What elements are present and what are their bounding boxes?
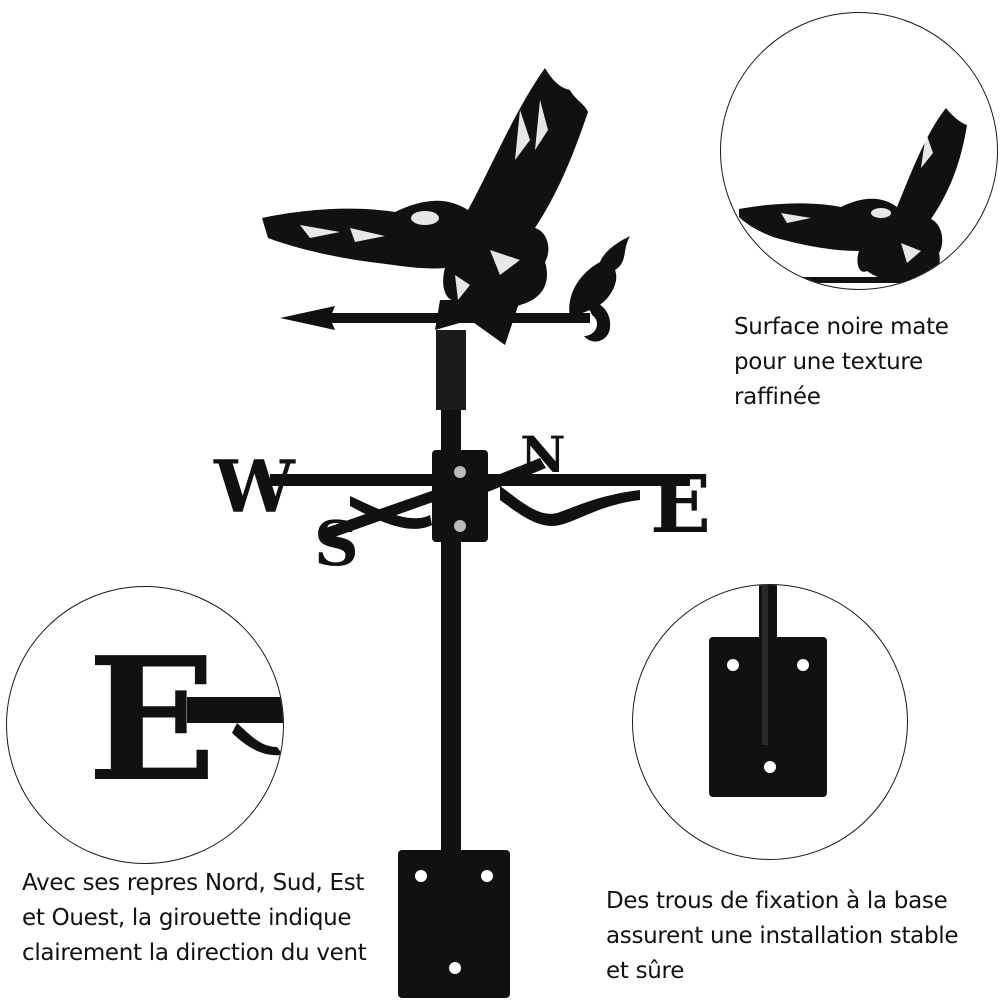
base-plate — [398, 850, 510, 998]
east-letter: E — [650, 457, 711, 551]
caption-cardinal-line-2: et Ouest, la girouette indique — [22, 905, 352, 931]
caption-mounting: Des trous de fixation à la base assurent… — [606, 884, 959, 989]
center-hub — [432, 450, 488, 542]
caption-finish-line-2: pour une texture — [734, 349, 923, 375]
eagle-silhouette — [262, 68, 588, 345]
letter-closeup: E — [87, 620, 283, 820]
caption-finish-line-3: raffinée — [734, 384, 821, 410]
caption-finish-line-1: Surface noire mate — [734, 314, 949, 340]
eagle-closeup — [739, 108, 981, 283]
caption-mounting-line-1: Des trous de fixation à la base — [606, 888, 948, 914]
west-letter: W — [213, 444, 296, 529]
south-letter: S — [314, 507, 359, 580]
caption-cardinal-line-1: Avec ses repres Nord, Sud, Est — [22, 870, 365, 896]
mount-closeup — [709, 585, 827, 797]
callout-mount-circle — [632, 584, 908, 860]
callout-letter-circle: E — [6, 586, 284, 864]
caption-finish: Surface noire mate pour une texture raff… — [734, 310, 949, 415]
callout-eagle-circle — [720, 12, 998, 290]
caption-mounting-line-2: assurent une installation stable — [606, 923, 959, 949]
caption-cardinal: Avec ses repres Nord, Sud, Est et Ouest,… — [22, 866, 367, 971]
caption-mounting-line-3: et sûre — [606, 958, 685, 984]
caption-cardinal-line-3: clairement la direction du vent — [22, 940, 367, 966]
north-letter: N — [520, 425, 566, 484]
